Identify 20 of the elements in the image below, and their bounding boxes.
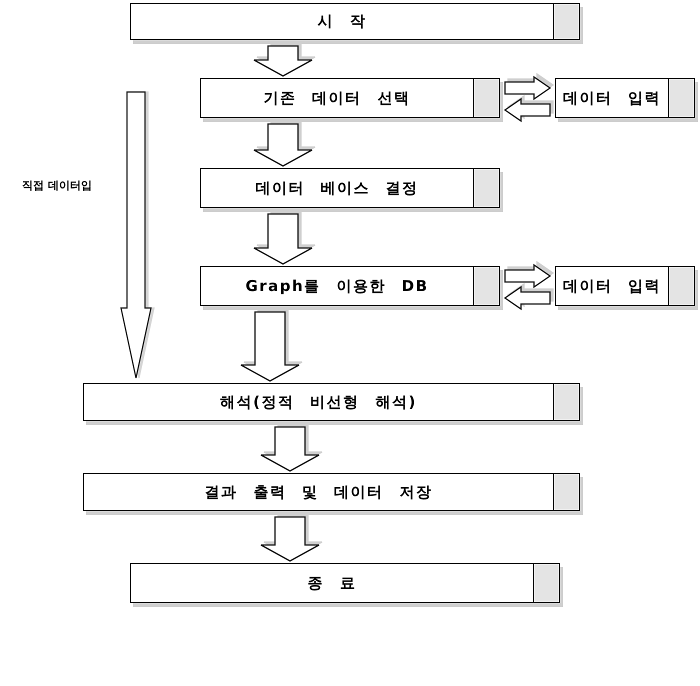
box-label: 시 작 [318,12,366,31]
block-arrow [260,516,320,562]
block-arrow [253,213,313,265]
block-arrow [260,426,320,472]
block-arrow [253,123,313,167]
box-label: 데이터 입력 [562,88,662,108]
block-arrow [253,45,313,77]
block-arrow [504,286,551,310]
box-label: Graph를 이용한 DB [245,276,429,296]
side-note: 직접 데이터입 [22,178,92,193]
box-label: 해석(정적 비선형 해석) [220,392,417,412]
block-arrow [504,264,552,288]
box-label: 종 료 [308,574,356,592]
block-arrow [504,98,551,122]
block-arrow [240,311,300,382]
box-label: 기존 데이터 선택 [264,88,410,108]
box-label: 결과 출력 및 데이터 저장 [204,482,432,502]
box-label: 데이터 입력 [562,276,662,296]
box-label: 데이터 베이스 결정 [255,178,419,198]
block-arrow [504,76,552,100]
